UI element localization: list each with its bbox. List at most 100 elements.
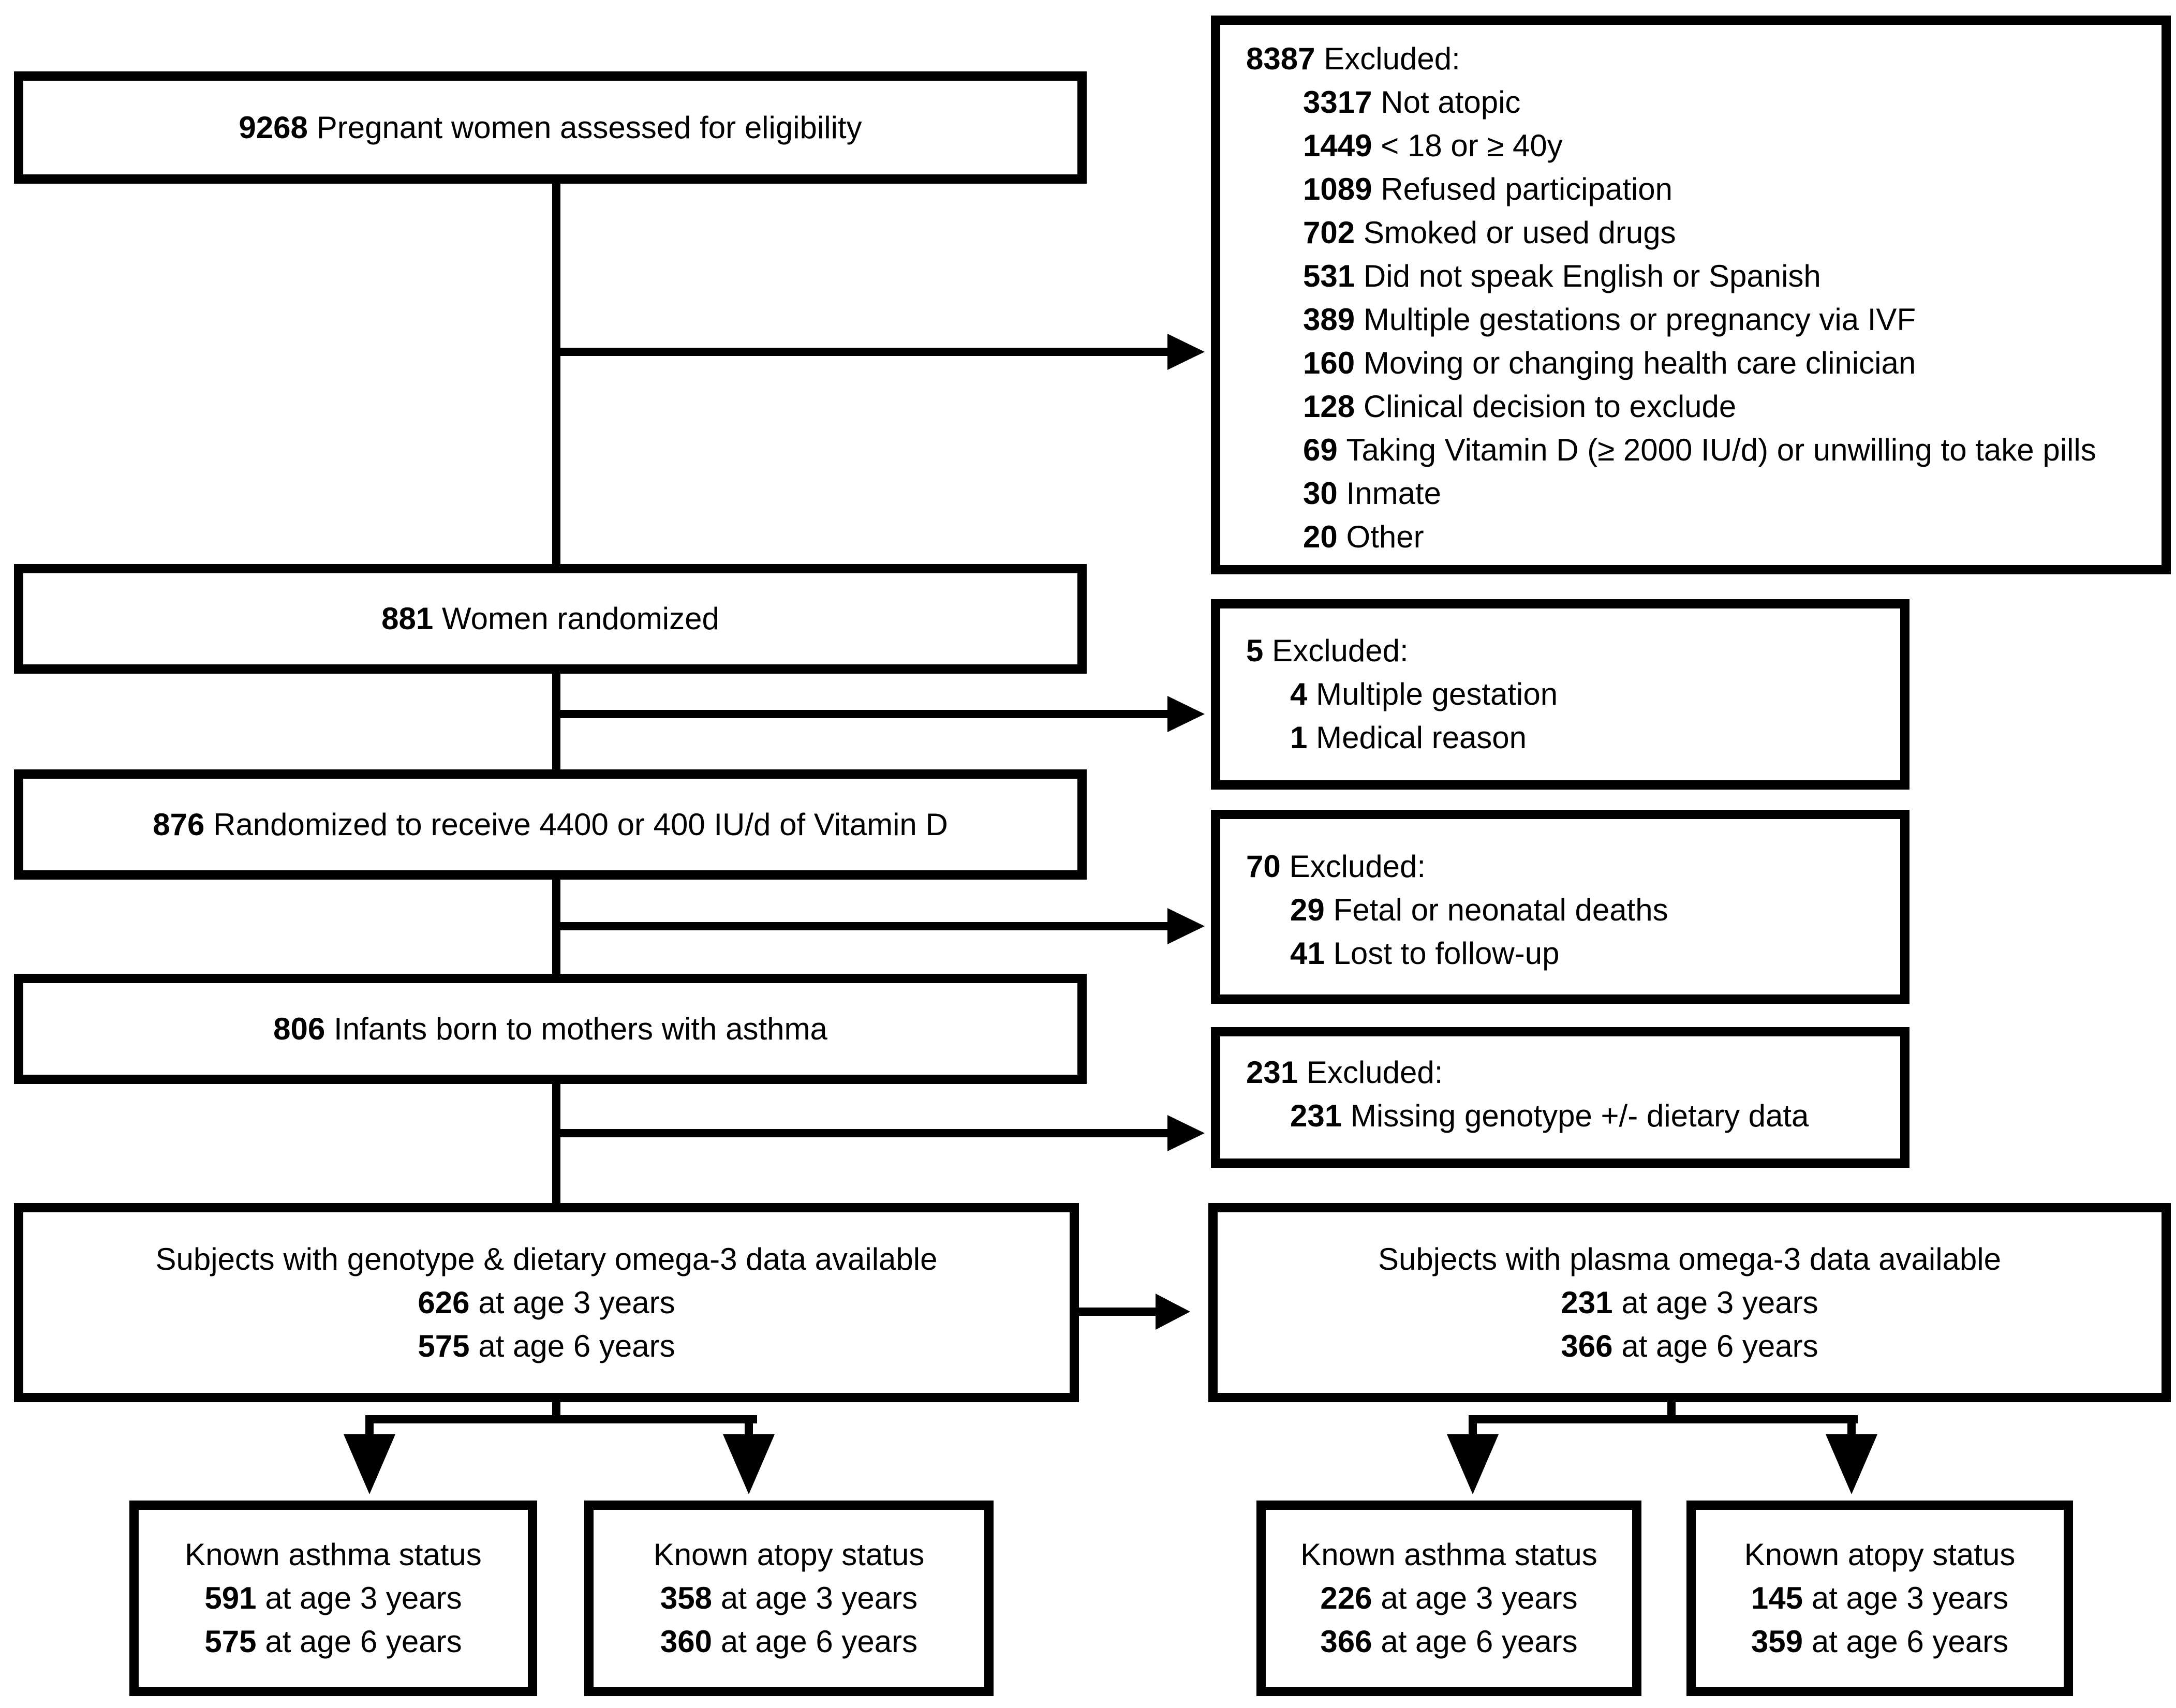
count: 30 xyxy=(1303,476,1338,511)
count: 29 xyxy=(1290,893,1325,927)
label: Multiple gestation xyxy=(1316,677,1558,711)
count: 41 xyxy=(1290,936,1325,971)
count: 1449 xyxy=(1303,128,1372,163)
genotype-dietary-box: Subjects with genotype & dietary omega-3… xyxy=(14,1203,1079,1402)
exclusion-item: 1449 < 18 or ≥ 40y xyxy=(1246,124,1563,168)
arrow-right-icon xyxy=(1167,908,1205,944)
label: Inmate xyxy=(1346,476,1441,511)
arrow-right-icon xyxy=(1156,1294,1190,1330)
label: at age 6 years xyxy=(1381,1624,1578,1659)
label: at age 6 years xyxy=(1811,1624,2009,1659)
count: 358 xyxy=(660,1581,713,1615)
label: < 18 or ≥ 40y xyxy=(1381,128,1563,163)
label: at age 3 years xyxy=(1811,1581,2009,1615)
connector-line xyxy=(745,1423,753,1436)
label: Fetal or neonatal deaths xyxy=(1333,893,1668,927)
label: Excluded: xyxy=(1289,849,1426,884)
label: Taking Vitamin D (≥ 2000 IU/d) or unwill… xyxy=(1346,433,2096,467)
label: at age 6 years xyxy=(478,1328,675,1363)
plasma-box: Subjects with plasma omega-3 data availa… xyxy=(1208,1203,2171,1402)
label: at age 6 years xyxy=(1621,1328,1818,1363)
count: 806 xyxy=(273,1011,325,1046)
label: Randomized to receive 4400 or 400 IU/d o… xyxy=(213,807,948,842)
connector-line xyxy=(1469,1415,1858,1423)
label: Did not speak English or Spanish xyxy=(1363,259,1821,293)
connector-line xyxy=(1469,1423,1477,1436)
count: 366 xyxy=(1561,1328,1613,1363)
count: 3317 xyxy=(1303,85,1372,120)
label: Moving or changing health care clinician xyxy=(1363,346,1916,380)
count: 20 xyxy=(1303,519,1338,554)
count: 70 xyxy=(1246,849,1281,884)
label: Excluded: xyxy=(1324,41,1460,76)
arrow-down-icon xyxy=(344,1434,395,1494)
label: at age 3 years xyxy=(720,1581,918,1615)
count: 1089 xyxy=(1303,172,1372,206)
connector-line xyxy=(365,1415,757,1423)
arrow-right-icon xyxy=(1167,1115,1205,1151)
count: 160 xyxy=(1303,346,1355,380)
count: 702 xyxy=(1303,215,1355,250)
label: at age 3 years xyxy=(265,1581,462,1615)
connector-line xyxy=(552,710,1170,718)
label: at age 3 years xyxy=(1621,1285,1818,1320)
label: Multiple gestations or pregnancy via IVF xyxy=(1363,302,1916,337)
connector-line xyxy=(552,348,1170,356)
count: 4 xyxy=(1290,677,1308,711)
box-title: Subjects with plasma omega-3 data availa… xyxy=(1378,1241,2001,1276)
count: 9268 xyxy=(239,110,308,145)
label: Pregnant women assessed for eligibility xyxy=(316,110,862,145)
count: 575 xyxy=(204,1624,257,1659)
label: at age 3 years xyxy=(478,1285,675,1320)
label: Women randomized xyxy=(442,601,719,636)
label: Medical reason xyxy=(1316,720,1527,755)
count: 389 xyxy=(1303,302,1355,337)
arrow-right-icon xyxy=(1167,696,1205,732)
count: 881 xyxy=(381,601,434,636)
label: Missing genotype +/- dietary data xyxy=(1350,1098,1809,1133)
connector-line xyxy=(552,1129,1170,1137)
label: Smoked or used drugs xyxy=(1363,215,1676,250)
count: 360 xyxy=(660,1624,713,1659)
count: 231 xyxy=(1290,1098,1342,1133)
count: 359 xyxy=(1751,1624,1803,1659)
arrow-down-icon xyxy=(1826,1434,1877,1494)
connector-line xyxy=(552,1080,560,1207)
count: 531 xyxy=(1303,259,1355,293)
label: Excluded: xyxy=(1306,1055,1443,1090)
